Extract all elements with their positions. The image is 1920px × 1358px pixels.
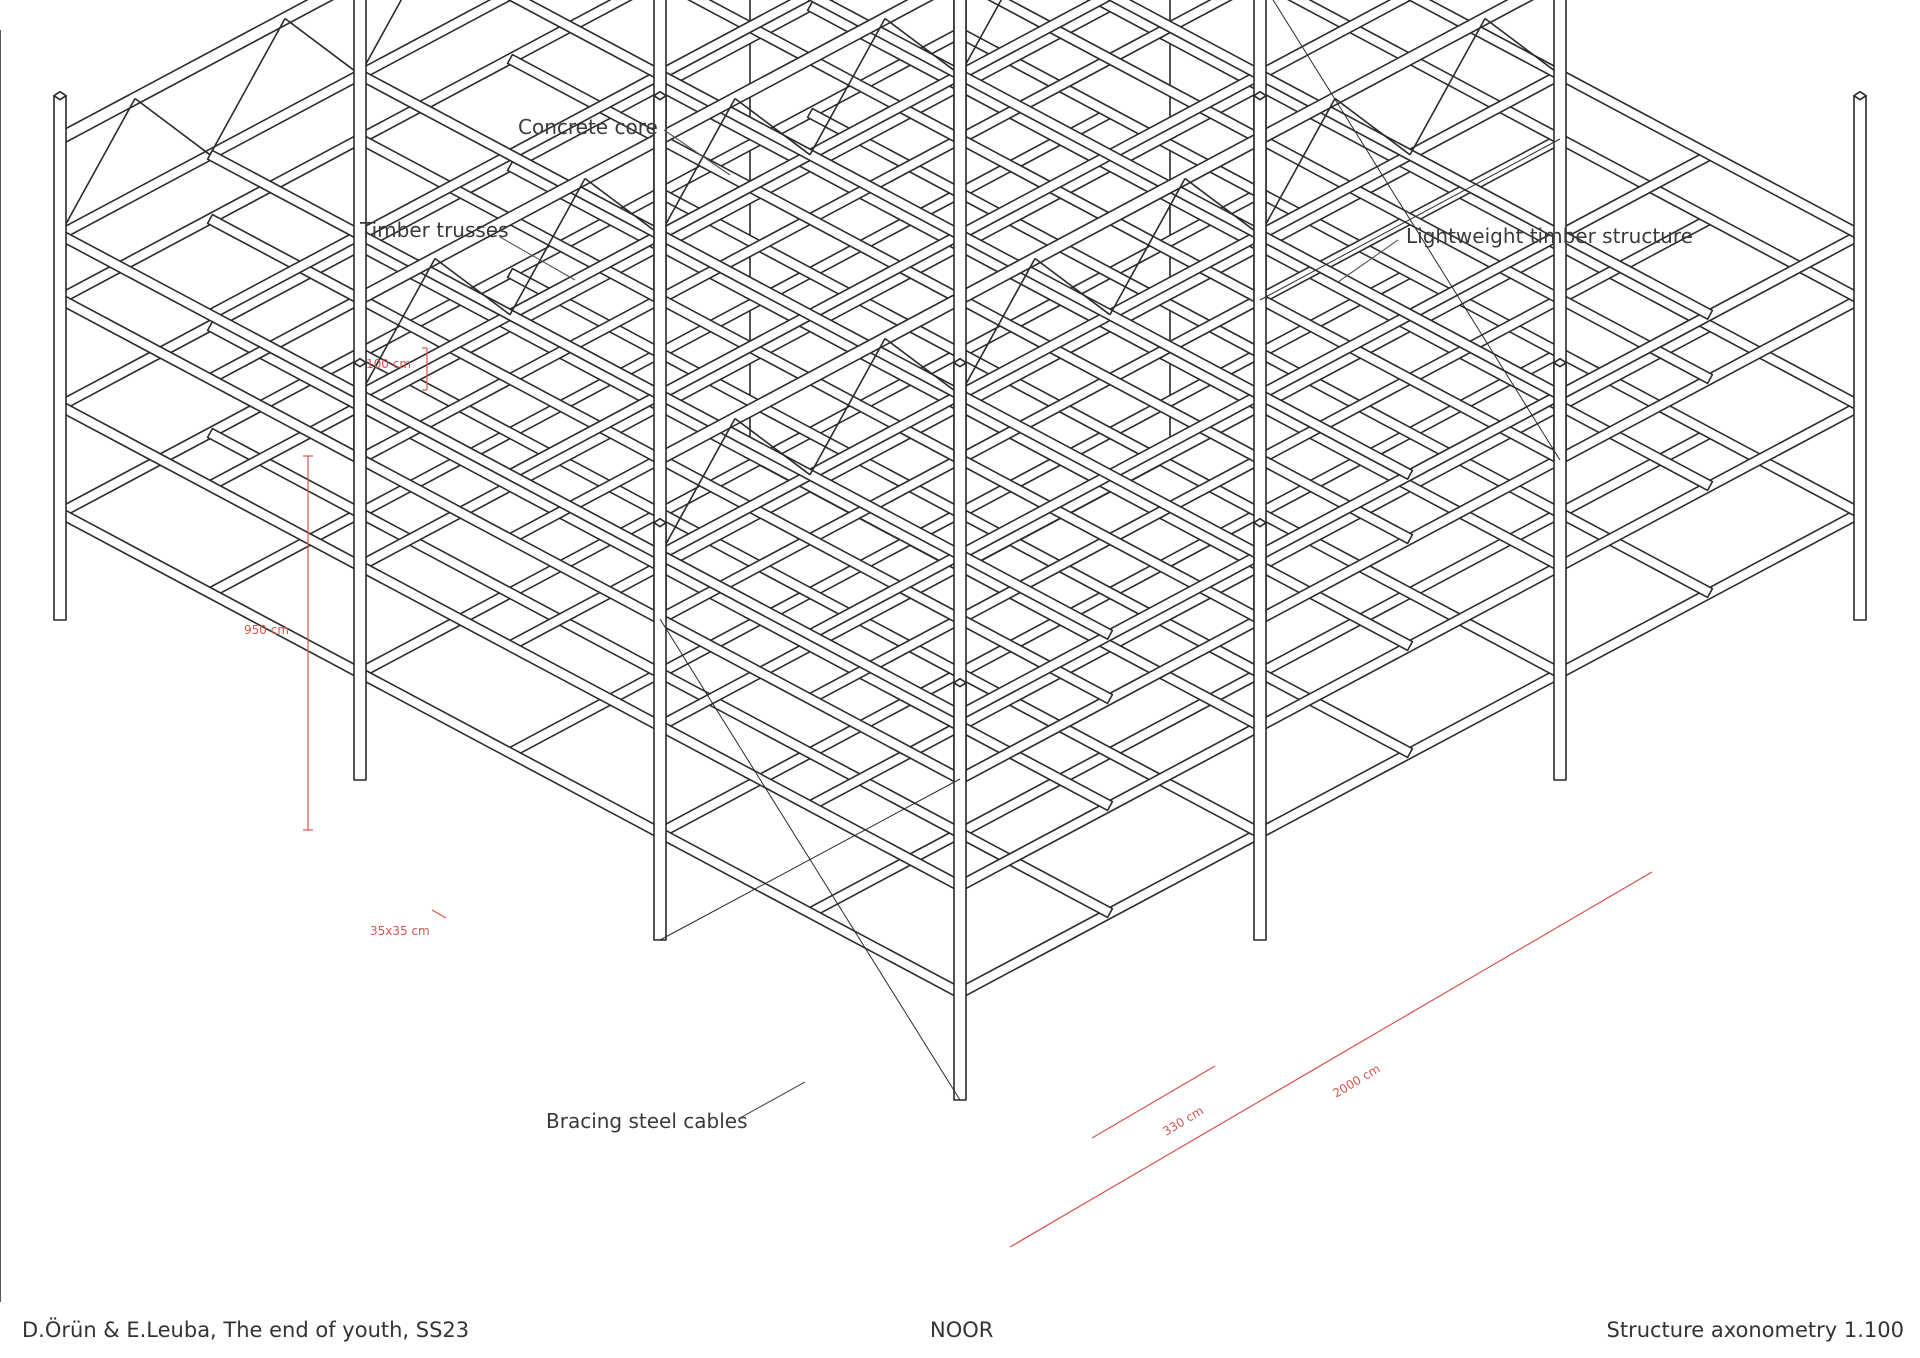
column [653, 521, 667, 941]
truss-diagonal [1484, 17, 1561, 76]
dim-truss-depth: 100 cm [366, 357, 411, 371]
truss-diagonal [884, 337, 961, 396]
truss-diagonal [59, 98, 136, 236]
bracing-steel-cables [659, 0, 1561, 1101]
dim-line-bay [1091, 1065, 1216, 1139]
truss-diagonal [884, 17, 961, 76]
column [1853, 94, 1867, 621]
truss-diagonal [1334, 97, 1411, 156]
column-cap [653, 90, 667, 101]
column [1553, 361, 1567, 781]
label-lightweight-timber: Lightweight timber structure [1406, 224, 1693, 248]
column [353, 361, 367, 781]
truss-diagonal [1109, 178, 1186, 316]
column-cap [1553, 357, 1567, 368]
timber-frame-structure [53, 0, 1867, 1101]
dim-column-section: 35x35 cm [370, 924, 430, 938]
truss-diagonal [359, 258, 436, 396]
dim-length: 2000 cm [1330, 1061, 1382, 1100]
bracing-cable [659, 618, 961, 1101]
leader-lightweight-timber [1337, 239, 1399, 283]
truss-diagonal [1034, 257, 1111, 316]
truss-diagonal [659, 418, 736, 556]
truss-diagonal [434, 257, 511, 316]
columns [53, 0, 1867, 1101]
truss-diagonal [1409, 18, 1486, 156]
truss-diagonal [659, 98, 736, 236]
column-cap [353, 357, 367, 368]
column-cap [53, 90, 67, 101]
truss-diagonal [134, 97, 211, 156]
label-leaders [499, 129, 1399, 1119]
column [53, 94, 67, 621]
truss-diagonal [509, 178, 586, 316]
truss-diagonal [959, 0, 1003, 76]
leader-timber-trusses [499, 236, 576, 281]
truss-diagonal [1184, 177, 1261, 236]
label-bracing-cables: Bracing steel cables [546, 1109, 748, 1133]
truss-diagonal [209, 18, 286, 156]
truss-diagonal [734, 417, 811, 476]
sheet-frame-line [0, 30, 1, 1302]
column [953, 681, 967, 1101]
footer-authors: D.Örün & E.Leuba, The end of youth, SS23 [22, 1318, 470, 1342]
label-timber-trusses: Timber trusses [359, 218, 509, 242]
truss-diagonal [284, 17, 361, 76]
label-concrete-core: Concrete core [518, 115, 658, 139]
footer-drawing-title: Structure axonometry 1.100 [1606, 1318, 1905, 1342]
column-cap [653, 517, 667, 528]
truss-diagonal [734, 97, 811, 156]
dim-line-column-section [431, 909, 447, 919]
timber-trusses [56, 0, 1561, 556]
column-cap [1253, 90, 1267, 101]
leader-bracing-cables [739, 1081, 806, 1119]
bracing-cable [1259, 138, 1561, 301]
column [1253, 521, 1267, 941]
truss-diagonal [809, 18, 886, 156]
leader-concrete-core [663, 129, 731, 176]
column-cap [1853, 90, 1867, 101]
dim-height: 950 cm [244, 623, 289, 637]
footer-project-title: NOOR [930, 1318, 994, 1342]
column-cap [1253, 517, 1267, 528]
truss-diagonal [809, 338, 886, 476]
truss-diagonal [584, 177, 661, 236]
dim-line-length [1009, 871, 1653, 1248]
truss-diagonal [359, 0, 403, 76]
dim-bay: 330 cm [1160, 1103, 1206, 1138]
truss-diagonal [1259, 98, 1336, 236]
column-cap [953, 677, 967, 688]
truss-diagonal [959, 258, 1036, 396]
dimension-lines [303, 347, 1653, 1248]
column-cap [953, 357, 967, 368]
